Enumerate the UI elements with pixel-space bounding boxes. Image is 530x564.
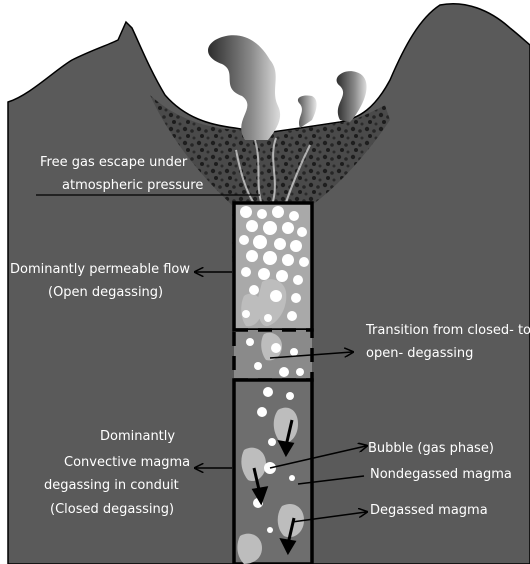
free-gas-label-line1: Free gas escape under	[40, 155, 188, 170]
convective-label-line4: (Closed degassing)	[50, 502, 174, 517]
degassed-label: Degassed magma	[370, 503, 488, 518]
permeable-label-line1: Dominantly permeable flow	[10, 262, 190, 277]
transition-label-line1: Transition from closed- to	[365, 323, 530, 338]
convective-label-line3: degassing in conduit	[44, 478, 179, 493]
free-gas-label-line2: atmospheric pressure	[62, 178, 203, 193]
permeable-label-line2: (Open degassing)	[48, 285, 163, 300]
nondegassed-label: Nondegassed magma	[370, 467, 512, 482]
convective-label-line2: Convective magma	[64, 455, 190, 470]
convective-label-line1: Dominantly	[100, 429, 175, 444]
transition-label-line2: open- degassing	[366, 346, 473, 361]
bubble-label: Bubble (gas phase)	[368, 441, 494, 456]
